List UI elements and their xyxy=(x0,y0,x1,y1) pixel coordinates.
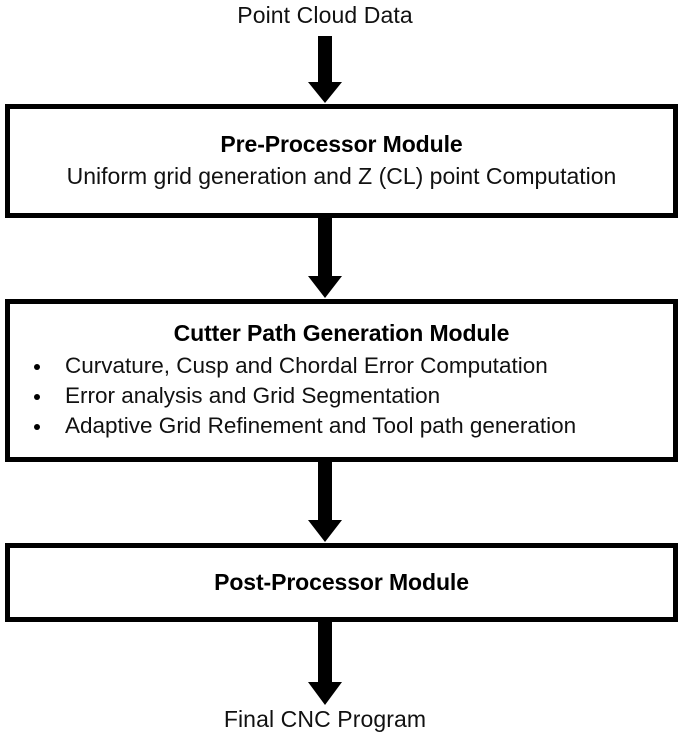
bullet-list: Curvature, Cusp and Chordal Error Comput… xyxy=(10,351,673,441)
down-arrow-icon xyxy=(307,462,343,543)
down-arrow-icon xyxy=(307,36,343,104)
list-item: Adaptive Grid Refinement and Tool path g… xyxy=(31,411,673,441)
down-arrow-icon xyxy=(307,622,343,706)
down-arrow-icon xyxy=(307,218,343,299)
start-label: Point Cloud Data xyxy=(237,2,413,28)
module-box-post-processor: Post-Processor Module xyxy=(5,543,678,622)
module-box-cutter-path: Cutter Path Generation Module Curvature,… xyxy=(5,299,678,462)
end-label: Final CNC Program xyxy=(223,706,427,732)
module-title: Cutter Path Generation Module xyxy=(173,320,510,346)
module-title: Pre-Processor Module xyxy=(220,130,463,157)
module-box-pre-processor: Pre-Processor Module Uniform grid genera… xyxy=(5,104,678,218)
module-subtitle: Uniform grid generation and Z (CL) point… xyxy=(66,162,617,189)
list-item: Curvature, Cusp and Chordal Error Comput… xyxy=(31,351,673,381)
module-title: Post-Processor Module xyxy=(214,569,469,595)
list-item: Error analysis and Grid Segmentation xyxy=(31,381,673,411)
